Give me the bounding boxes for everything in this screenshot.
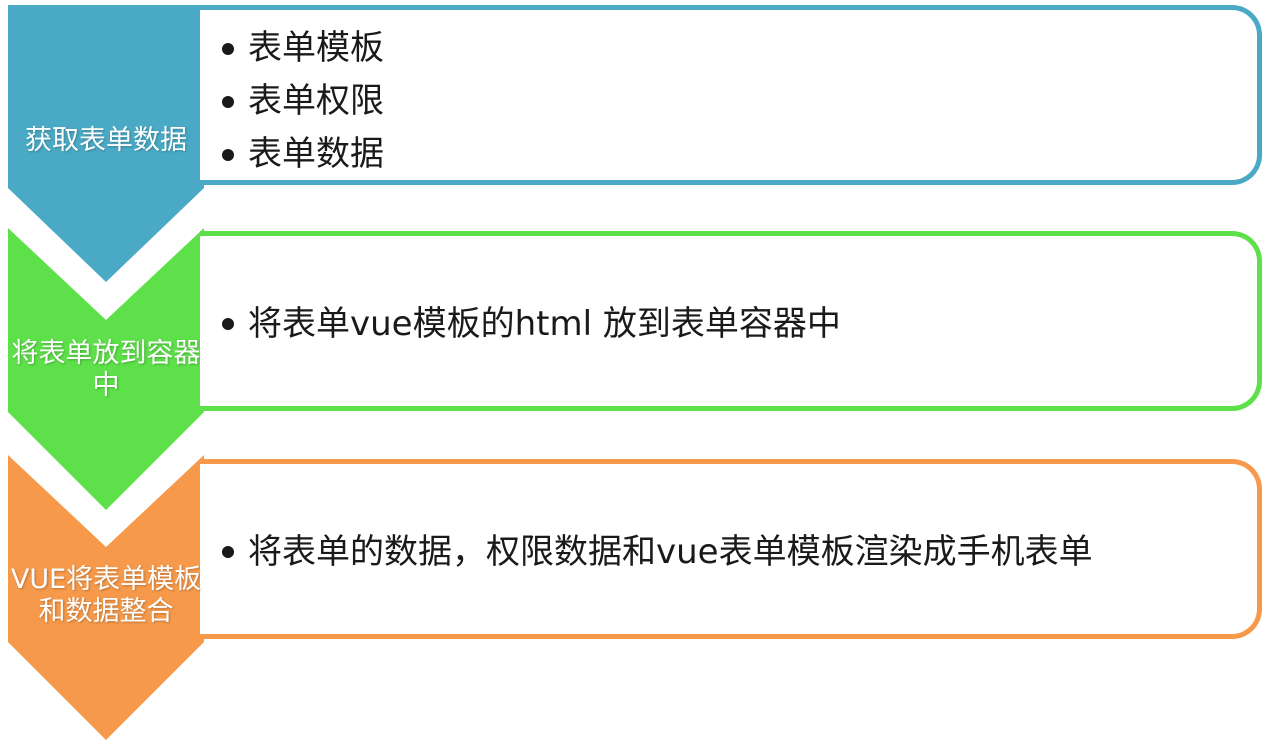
stage-1-bullets: 表单模板 表单权限 表单数据 xyxy=(222,22,384,181)
stage-1-bullet-3: 表单数据 xyxy=(222,128,384,181)
stage-2-bullets: 将表单vue模板的html 放到表单容器中 xyxy=(222,302,841,346)
stage-3-label: VUE将表单模板和数据整合 xyxy=(10,564,202,627)
stage-2-chevron xyxy=(8,228,204,510)
stage-3-bullet-1: 将表单的数据，权限数据和vue表单模板渲染成手机表单 xyxy=(222,530,1093,574)
stage-3-box: 将表单的数据，权限数据和vue表单模板渲染成手机表单 xyxy=(200,459,1262,639)
stage-1-chevron xyxy=(8,5,204,282)
stage-1-bullet-2: 表单权限 xyxy=(222,75,384,128)
stage-3-chevron xyxy=(8,455,204,740)
stage-2-label: 将表单放到容器中 xyxy=(11,338,201,401)
stage-2-box: 将表单vue模板的html 放到表单容器中 xyxy=(200,231,1262,411)
stage-1-box: 表单模板 表单权限 表单数据 xyxy=(200,5,1262,185)
stage-3-bullets: 将表单的数据，权限数据和vue表单模板渲染成手机表单 xyxy=(222,530,1093,574)
stage-1-bullet-1: 表单模板 xyxy=(222,22,384,75)
stage-2-bullet-1: 将表单vue模板的html 放到表单容器中 xyxy=(222,302,841,346)
stage-1-label: 获取表单数据 xyxy=(25,125,187,156)
